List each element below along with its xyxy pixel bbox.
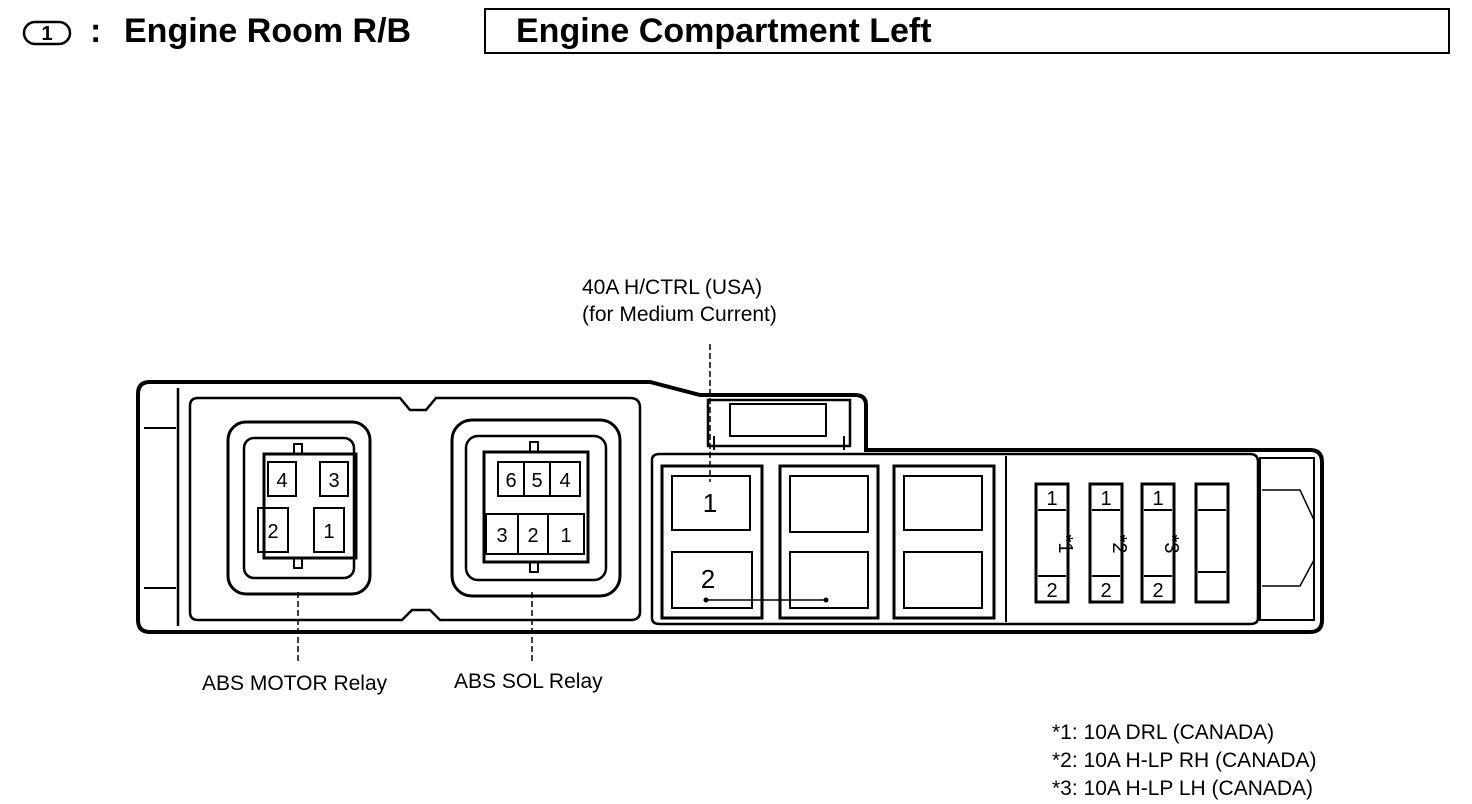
fuse-40a-pin-1: 1: [703, 488, 717, 518]
mini-fuse-1-mark: *1: [1054, 535, 1076, 554]
mini-fuse-3-bottom: 2: [1152, 580, 1163, 602]
fuse-40a-tab: [706, 398, 852, 448]
sol-pin-6: 6: [505, 470, 516, 492]
mini-fuse-1: [1034, 482, 1070, 604]
housing-outline: [136, 380, 1324, 634]
mini-fuse-2-bottom: 2: [1100, 580, 1111, 602]
mini-fuse-3-mark: *3: [1160, 535, 1182, 554]
location-name: Engine Compartment Left: [516, 12, 932, 50]
mini-fuse-2-top: 1: [1100, 488, 1111, 510]
mini-fuse-3-top: 1: [1152, 488, 1163, 510]
fuse-large-2: [778, 464, 880, 620]
motor-pin-1: 1: [323, 521, 334, 543]
header-bottom-rule: [484, 52, 1450, 54]
abs-sol-relay: [450, 418, 622, 598]
mini-fuse-2-mark: *2: [1108, 535, 1130, 554]
callout-40a-line1: 40A H/CTRL (USA): [582, 276, 762, 299]
badge-number: 1: [41, 23, 52, 45]
sol-pin-3: 3: [496, 525, 507, 547]
callout-abs-sol-relay: ABS SOL Relay: [454, 670, 603, 693]
footnote-2: *2: 10A H-LP RH (CANADA): [1052, 749, 1317, 772]
mini-fuse-2: [1088, 482, 1124, 604]
footnote-1: *1: 10A DRL (CANADA): [1052, 721, 1274, 744]
callout-abs-motor-relay: ABS MOTOR Relay: [202, 672, 388, 695]
footnote-3: *3: 10A H-LP LH (CANADA): [1052, 777, 1313, 800]
motor-pin-4: 4: [276, 470, 287, 492]
mini-fuse-1-top: 1: [1046, 488, 1057, 510]
header-right-rule: [1448, 8, 1450, 54]
header-top-rule: [484, 8, 1450, 10]
fuse-40a: [660, 464, 764, 620]
callout-40a-line2: (for Medium Current): [582, 303, 777, 326]
fuse-40a-pin-2: 2: [701, 564, 715, 594]
header-divider: [484, 8, 486, 54]
location-code: Engine Room R/B: [124, 12, 412, 50]
mini-fuse-1-bottom: 2: [1046, 580, 1057, 602]
motor-pin-3: 3: [328, 470, 339, 492]
header-colon: :: [90, 12, 102, 50]
fuse-section: [650, 452, 1260, 626]
sol-pin-2: 2: [527, 525, 538, 547]
sol-pin-4: 4: [559, 470, 570, 492]
mini-fuse-3: [1140, 482, 1176, 604]
sol-pin-5: 5: [531, 470, 542, 492]
motor-pin-2: 2: [267, 521, 278, 543]
abs-motor-relay: [226, 420, 372, 596]
mini-fuse-spare: [1194, 482, 1230, 604]
sol-pin-1: 1: [560, 525, 571, 547]
badge-icon: 1: [22, 20, 72, 46]
fuse-large-3: [892, 464, 996, 620]
relay-panel: [188, 396, 642, 622]
